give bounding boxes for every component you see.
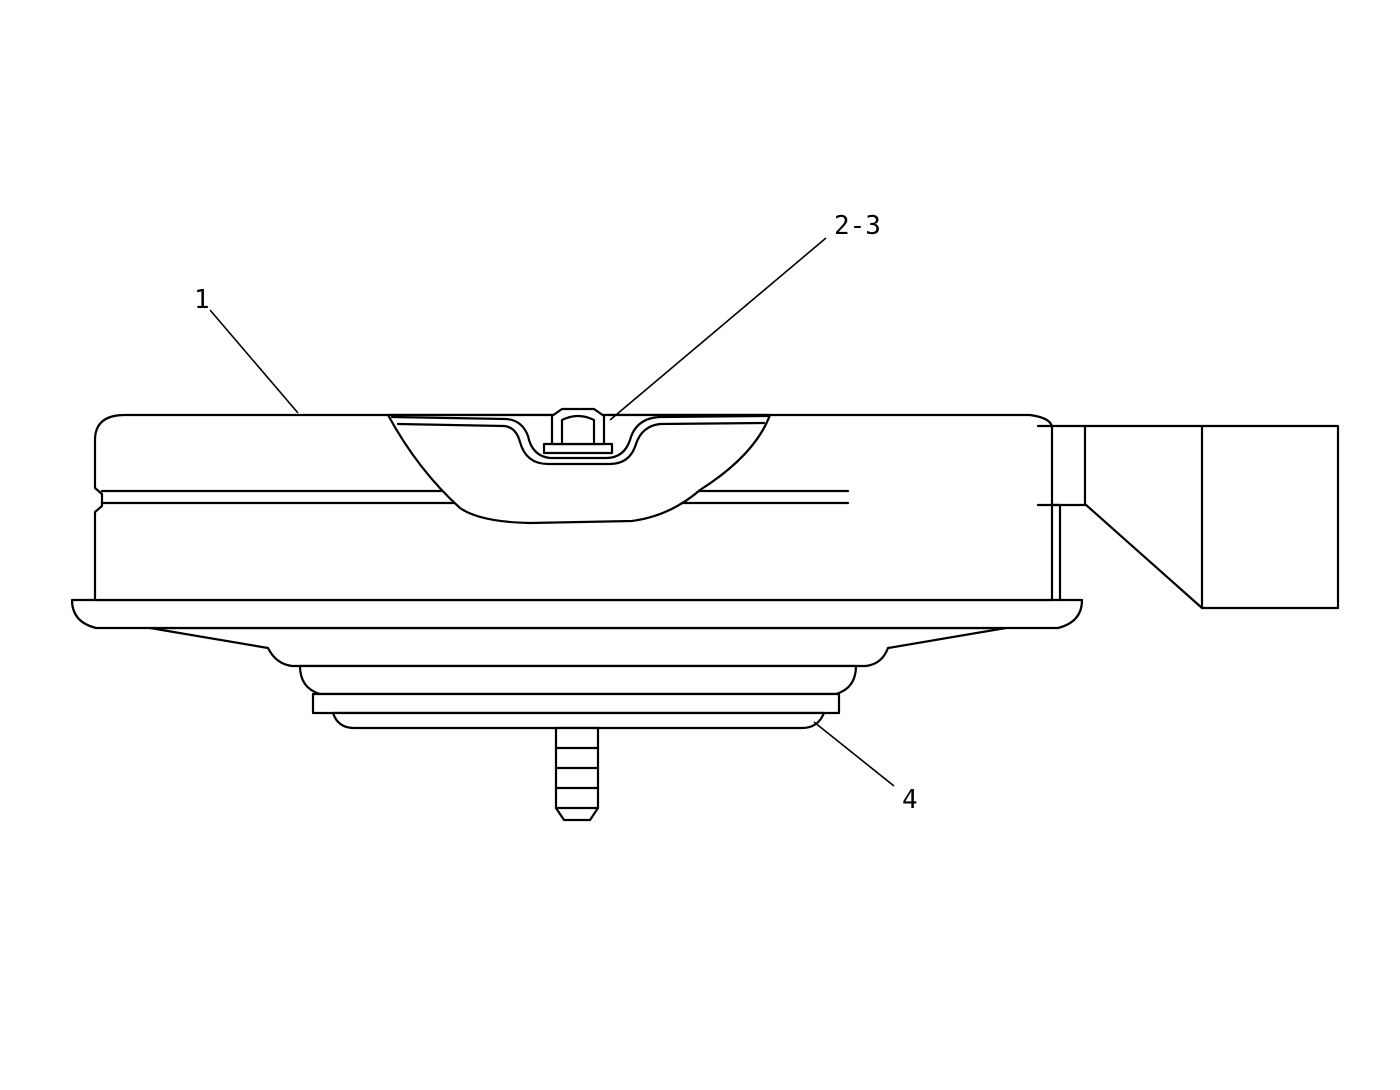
nut-body xyxy=(550,407,606,446)
side-bracket xyxy=(1036,424,1340,610)
cutaway-opening xyxy=(386,413,772,525)
leader-line-1 xyxy=(209,309,299,414)
nut-flats xyxy=(560,414,596,446)
sloped-skirt xyxy=(148,626,1008,668)
cover-profile-inner xyxy=(396,421,766,466)
base-ring-upper xyxy=(298,664,858,696)
callout-4: 4 xyxy=(902,785,918,815)
leader-line-4 xyxy=(813,721,895,787)
base-rings xyxy=(298,664,858,730)
callout-1: 1 xyxy=(194,285,210,315)
base-ring-lower xyxy=(331,711,826,730)
stud-body xyxy=(554,726,600,822)
bracket-diagonal xyxy=(1083,502,1204,610)
housing-right-lip-bottom xyxy=(1036,503,1062,602)
threaded-stud xyxy=(554,726,600,822)
flange-plate xyxy=(70,598,1084,630)
flange xyxy=(70,598,1084,630)
callout-2-3: 2-3 xyxy=(834,211,881,241)
leader-line-2-3 xyxy=(609,237,827,421)
lower-skirt xyxy=(148,626,1008,668)
hex-nut xyxy=(542,407,614,455)
bracket-block xyxy=(1200,424,1340,610)
cover-profile-outer xyxy=(390,414,770,460)
base-ring-plate xyxy=(311,692,841,715)
nut-washer xyxy=(542,442,614,455)
cutaway xyxy=(386,413,772,525)
